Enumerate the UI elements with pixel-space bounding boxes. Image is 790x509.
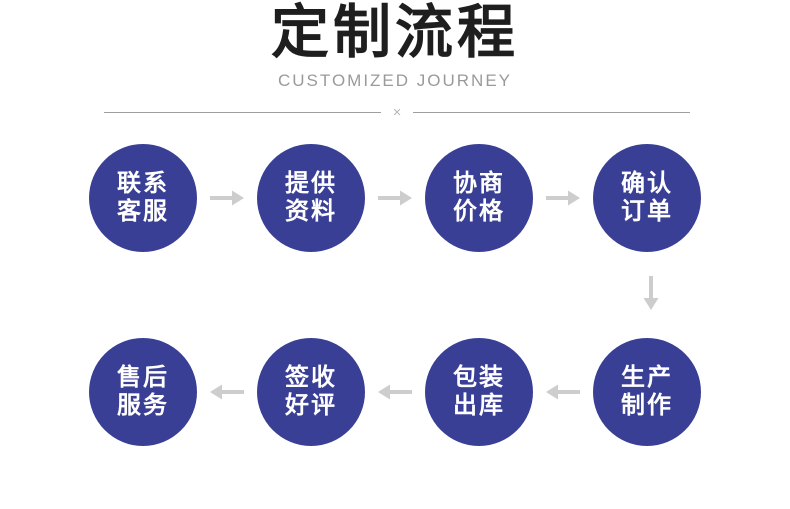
step-label-line: 生产 [621,364,673,391]
step-label-line: 联系 [117,170,169,197]
page-title: 定制流程 [270,0,519,65]
step-circle-confirm-order: 确认 订单 [593,144,701,252]
step-label-line: 包装 [453,364,505,391]
step-label-line: 服务 [117,392,169,419]
step-label-line: 提供 [285,170,337,197]
step-label-line: 制作 [621,392,673,419]
step-circle-production: 生产 制作 [593,338,701,446]
arrow-right-icon [546,190,580,206]
divider-line-right [413,111,691,113]
step-label-line: 好评 [285,392,337,419]
step-label-line: 协商 [453,170,505,197]
arrow-left-icon [210,384,244,400]
step-circle-negotiate-price: 协商 价格 [425,144,533,252]
arrow-right-icon [378,190,412,206]
divider-x-mark: × [392,103,402,121]
page-subtitle: CUSTOMIZED JOURNEY [277,71,513,90]
step-label-line: 出库 [453,392,505,419]
step-label-line: 确认 [621,170,673,197]
divider-line-left [104,111,381,113]
step-circle-contact-service: 联系 客服 [89,144,197,252]
arrow-left-icon [546,384,580,400]
step-label-line: 售后 [117,364,169,391]
step-circle-sign-and-review: 签收 好评 [257,338,365,446]
step-circle-after-sales-service: 售后 服务 [89,338,197,446]
arrow-left-icon [378,384,412,400]
step-label-line: 客服 [117,198,169,225]
step-label-line: 订单 [621,198,673,225]
arrow-down-icon [643,276,659,310]
step-label-line: 价格 [453,198,505,225]
step-circle-provide-materials: 提供 资料 [257,144,365,252]
step-circle-packing-shipment: 包装 出库 [425,338,533,446]
arrow-right-icon [210,190,244,206]
step-label-line: 资料 [285,198,337,225]
step-label-line: 签收 [285,364,337,391]
divider: × [104,103,691,121]
